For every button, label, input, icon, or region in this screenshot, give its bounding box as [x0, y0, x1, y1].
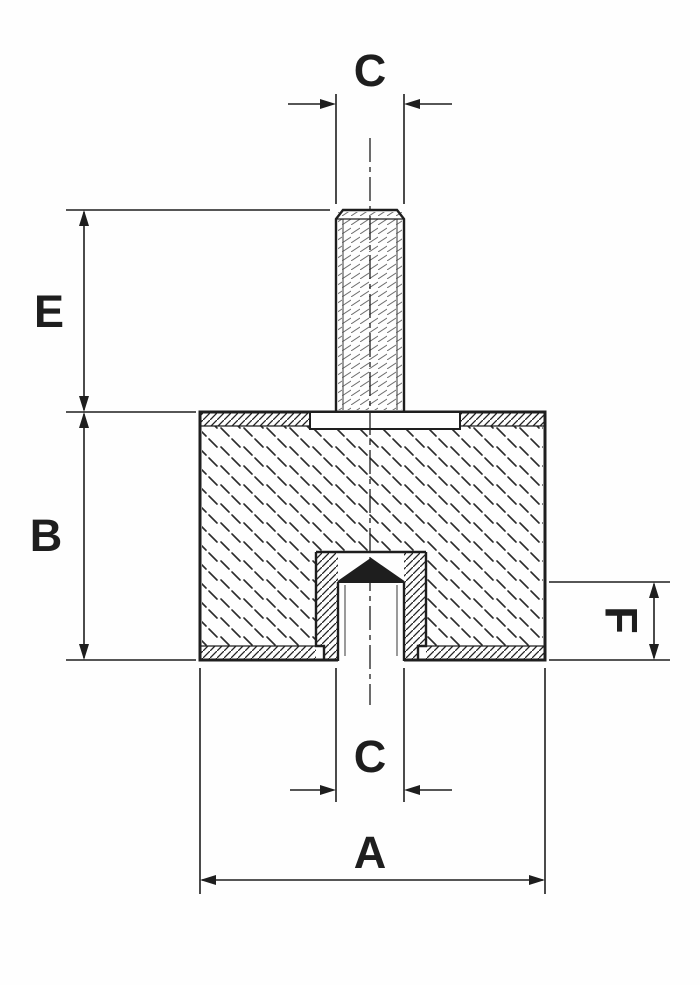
dimension-c-bottom: C: [290, 668, 452, 802]
stud-washer: [309, 412, 461, 430]
threaded-insert: [314, 550, 428, 664]
dimension-a: A: [199, 668, 546, 894]
dim-label-c-bottom: C: [354, 731, 387, 782]
dimension-b: B: [30, 412, 196, 661]
dimension-c-top: C: [288, 45, 452, 204]
dim-label-f: F: [596, 606, 647, 634]
dimension-e: E: [34, 209, 330, 413]
drill-cone: [337, 557, 405, 583]
dimension-f: F: [549, 581, 670, 661]
dim-label-c-top: C: [354, 45, 387, 96]
dim-label-e: E: [34, 286, 64, 337]
dim-label-b: B: [30, 510, 63, 561]
dim-label-a: A: [354, 827, 387, 878]
